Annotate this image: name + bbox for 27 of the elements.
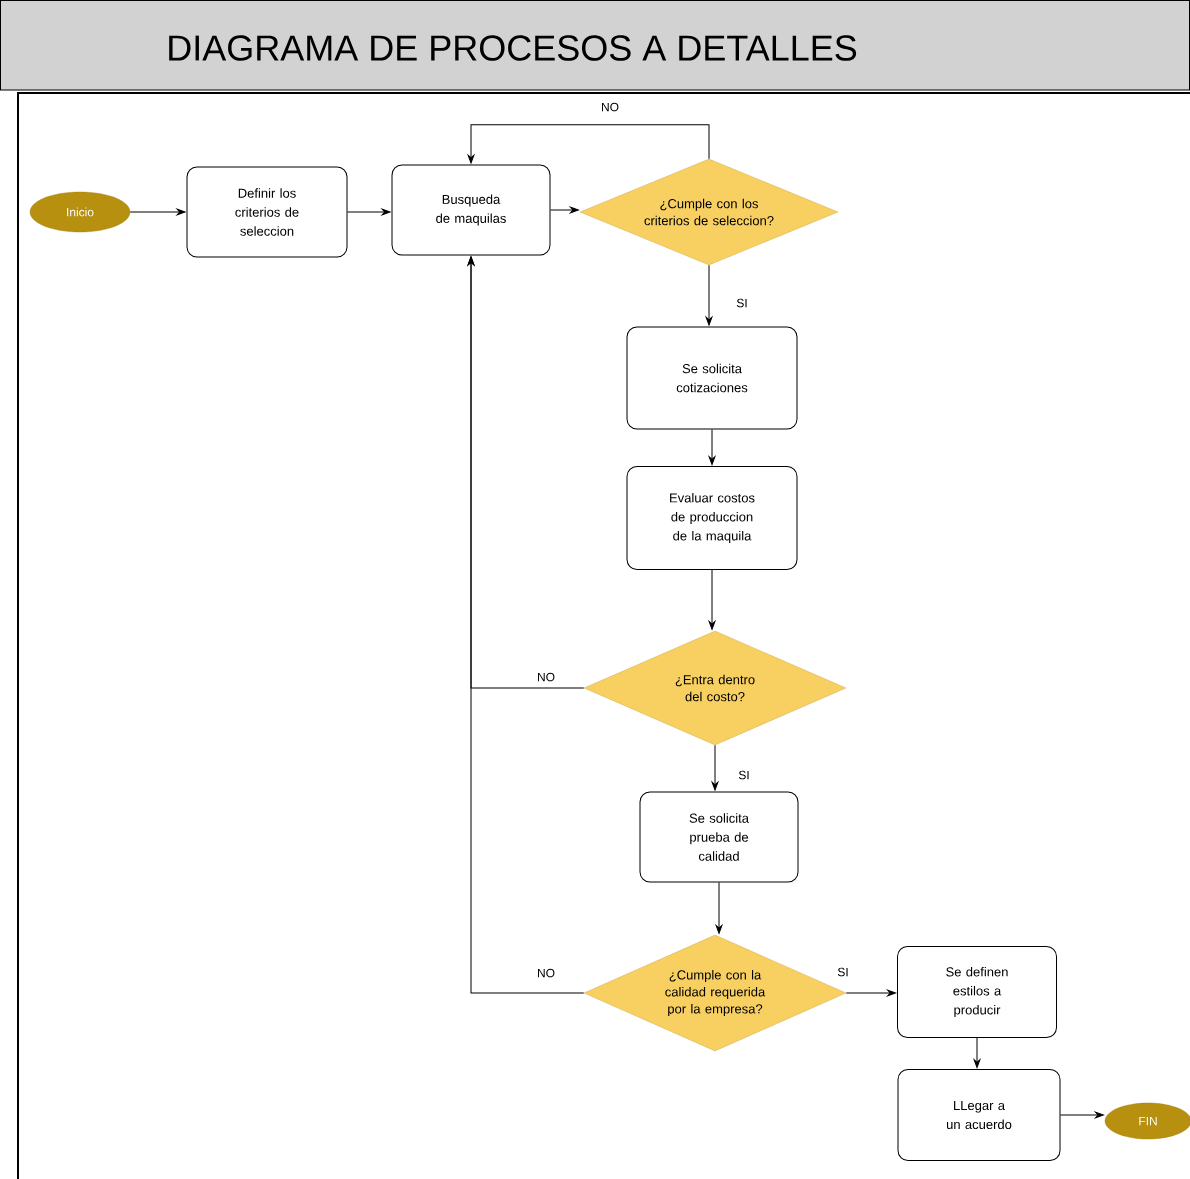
arrow [705, 264, 713, 326]
edge-label: NO [600, 101, 620, 113]
arrow [467, 256, 585, 994]
arrow [973, 1037, 981, 1069]
process-box: Se definen estilos a producir [897, 946, 1057, 1038]
arrow [711, 744, 719, 791]
edge-label: NO [536, 967, 556, 979]
arrow [347, 208, 391, 216]
title: DIAGRAMA DE PROCESOS A DETALLES [169, 35, 857, 61]
process-box: Evaluar costos de produccion de la maquila [626, 466, 798, 570]
arrow [550, 206, 579, 214]
process-box: LLegar a un acuerdo [897, 1069, 1061, 1161]
process-box: Se solicita prueba de calidad [639, 791, 799, 883]
arrow [708, 569, 716, 630]
edge-label: SI [735, 297, 749, 309]
arrow [129, 208, 186, 216]
arrow [1060, 1111, 1104, 1119]
edge-label: SI [836, 966, 850, 978]
process-box: Se solicita cotizaciones [626, 326, 798, 430]
process-box: Busqueda de maquilas [391, 164, 551, 256]
arrow [467, 124, 710, 164]
process-box: Definir los criterios de seleccion [186, 166, 348, 258]
arrow [715, 882, 723, 934]
arrow [708, 429, 716, 466]
arrow [845, 989, 897, 997]
edge-label: NO [536, 671, 556, 683]
edge-label: SI [737, 769, 751, 781]
